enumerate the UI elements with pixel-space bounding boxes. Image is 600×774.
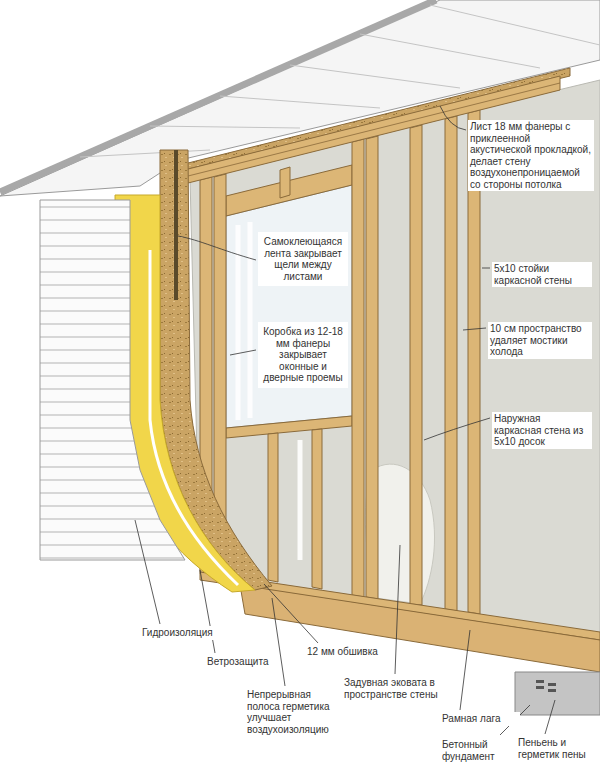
stud xyxy=(366,136,378,599)
leader-line xyxy=(272,598,285,686)
sill-sealer xyxy=(536,680,556,692)
callout-label: 12 мм обшивка xyxy=(305,645,385,659)
window-sill xyxy=(226,416,352,438)
foam-gap xyxy=(536,680,544,683)
wall-studs xyxy=(200,110,480,614)
leader-line xyxy=(395,545,400,674)
callout-label: Ветрозащита xyxy=(205,655,273,669)
leader-line xyxy=(230,350,256,355)
foam-gap xyxy=(548,683,556,686)
seam-tape xyxy=(174,150,178,300)
stud xyxy=(445,116,457,611)
stud xyxy=(410,125,422,605)
callout-label: Пеньень и герметик пены xyxy=(516,736,594,761)
callout-label: Гидроизоляция xyxy=(140,626,220,640)
callout-label: 5x10 стойки каркасной стены xyxy=(492,262,592,287)
window-opening xyxy=(226,185,352,428)
leader-line xyxy=(460,630,470,710)
foam-gap xyxy=(548,689,556,692)
callout-label: Лист 18 мм фанеры с приклеенной акустиче… xyxy=(468,120,594,191)
ceiling-joist xyxy=(220,96,380,108)
concrete-foundation xyxy=(515,672,600,715)
stud xyxy=(352,139,364,597)
callout-label: Самоклеющаяся лента закрывает щели между… xyxy=(258,232,348,286)
siding xyxy=(40,200,185,560)
ceiling-joist xyxy=(80,150,210,157)
cripple-stud xyxy=(268,433,278,582)
cripple-stud xyxy=(312,429,322,589)
leader-line xyxy=(200,570,215,653)
leader-line xyxy=(545,700,555,734)
ceiling-joist xyxy=(290,65,460,88)
leader-line xyxy=(264,584,318,643)
window-header xyxy=(226,165,352,216)
glass-reflection xyxy=(298,440,303,560)
callout-label: Бетонный фундамент xyxy=(440,738,510,763)
foam-gap xyxy=(536,686,544,689)
glass-reflection xyxy=(248,222,253,418)
ceiling-joist xyxy=(150,126,300,128)
leader-line xyxy=(178,236,256,260)
callout-label: Рамная лага xyxy=(440,712,520,726)
rim-joist xyxy=(240,585,600,672)
leader-line xyxy=(482,268,490,269)
callout-label: Наружная каркасная стена из 5x10 досок xyxy=(492,412,592,449)
callout-label: Непрерывная полоса герметика улучшает во… xyxy=(245,688,340,736)
callout-label: Коробка из 12-18 мм фанеры закрывает око… xyxy=(258,322,348,388)
leader-line xyxy=(463,328,486,330)
leader-line xyxy=(440,106,466,130)
callout-label: 10 см пространство удаляет мостики холод… xyxy=(488,322,592,359)
callout-label: Задувная эковата в пространстве стены xyxy=(342,676,442,701)
leader-line xyxy=(424,418,490,440)
leader-line xyxy=(135,520,160,624)
cripple-stud xyxy=(280,167,290,198)
ceiling-joist xyxy=(360,34,540,68)
ceiling-joist xyxy=(430,5,600,45)
